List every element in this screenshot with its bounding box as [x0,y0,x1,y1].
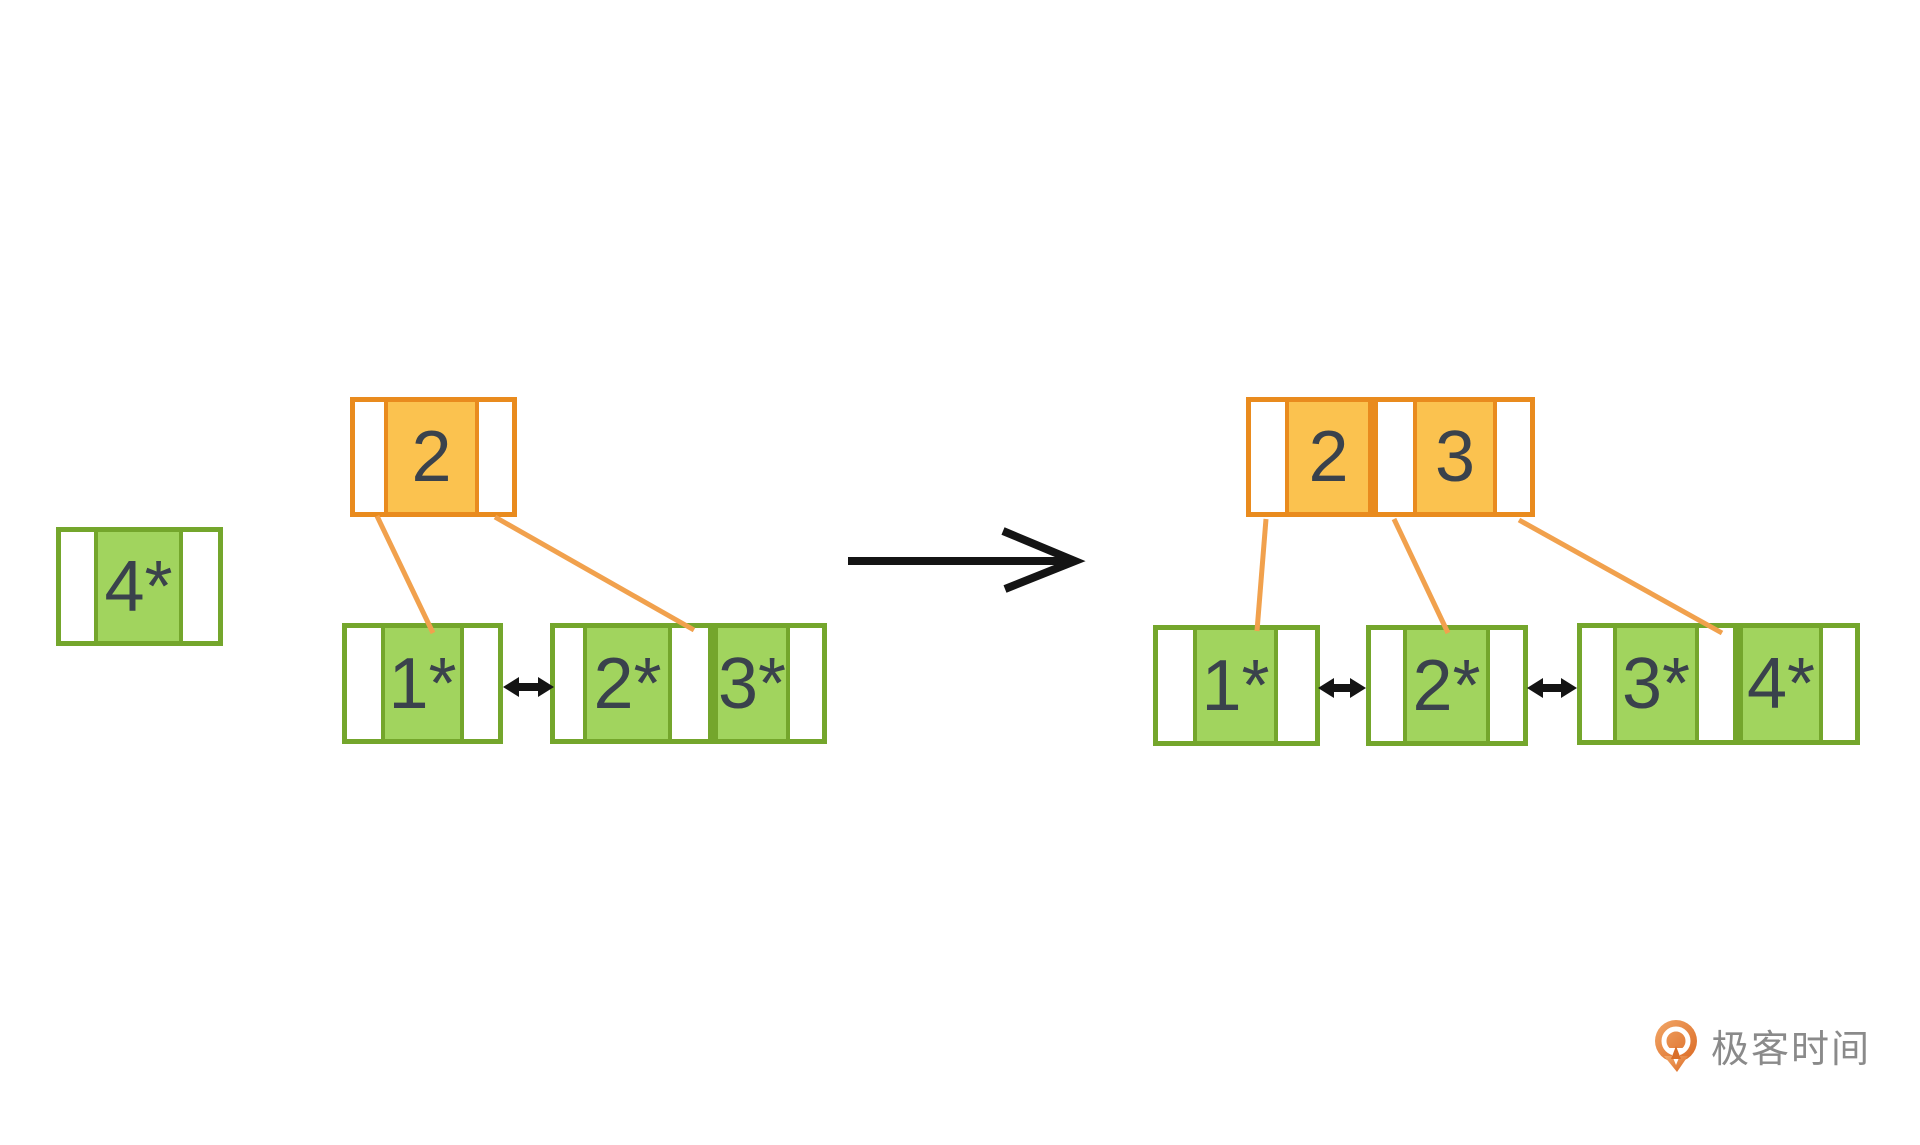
key-cell: 2 [384,402,479,512]
cell-divider [708,628,714,739]
sibling-link-arrow [1318,678,1366,698]
sibling-link-arrow [503,677,554,697]
empty-slot [1251,402,1285,512]
brand-logo-text: 极客时间 [1711,1029,1872,1071]
empty-slot [1490,630,1523,741]
empty-slot [1497,402,1530,512]
empty-slot [479,402,512,512]
key-cell: 3* [714,628,790,739]
empty-slot [1158,630,1193,741]
key-cell: 2 [1285,402,1372,512]
key-cell: 2* [1403,630,1490,741]
empty-slot [1371,630,1403,741]
after-leaf-node-1: 1* [1153,625,1320,746]
empty-slot [1582,628,1613,740]
empty-slot [464,628,498,739]
empty-slot [355,402,384,512]
key-cell: 4* [94,532,183,641]
key-cell: 1* [1193,630,1278,741]
empty-slot [1278,630,1315,741]
empty-slot [61,532,94,641]
empty-slot [1699,628,1733,740]
branch-line [374,514,436,635]
cell-divider [1372,402,1378,512]
after-leaf-node-3: 3* 4* [1577,623,1860,745]
key-cell: 3 [1413,402,1497,512]
branch-line [1254,518,1269,632]
branch-line [493,514,696,633]
after-leaf-node-2: 2* [1366,625,1528,746]
key-cell: 3* [1613,628,1699,740]
key-cell: 4* [1739,628,1823,740]
transition-arrow [848,527,1086,593]
before-root-node: 2 [350,397,517,517]
empty-slot [672,628,708,739]
empty-slot [347,628,381,739]
empty-slot [183,532,218,641]
before-leaf-node-1: 1* [342,623,503,744]
key-cell: 2* [583,628,672,739]
cell-divider [1733,628,1739,740]
empty-slot [790,628,822,739]
geektime-logo-icon [1655,1019,1697,1072]
branch-line [1391,517,1451,635]
after-root-node: 2 3 [1246,397,1535,517]
empty-slot [1823,628,1855,740]
key-cell: 1* [381,628,464,739]
brand-logo: 极客时间 [1653,1018,1871,1073]
before-pending-key-node: 4* [56,527,223,646]
empty-slot [555,628,583,739]
before-leaf-node-2: 2* 3* [550,623,827,744]
branch-line [1517,517,1724,636]
empty-slot [1378,402,1413,512]
sibling-link-arrow [1527,678,1577,698]
